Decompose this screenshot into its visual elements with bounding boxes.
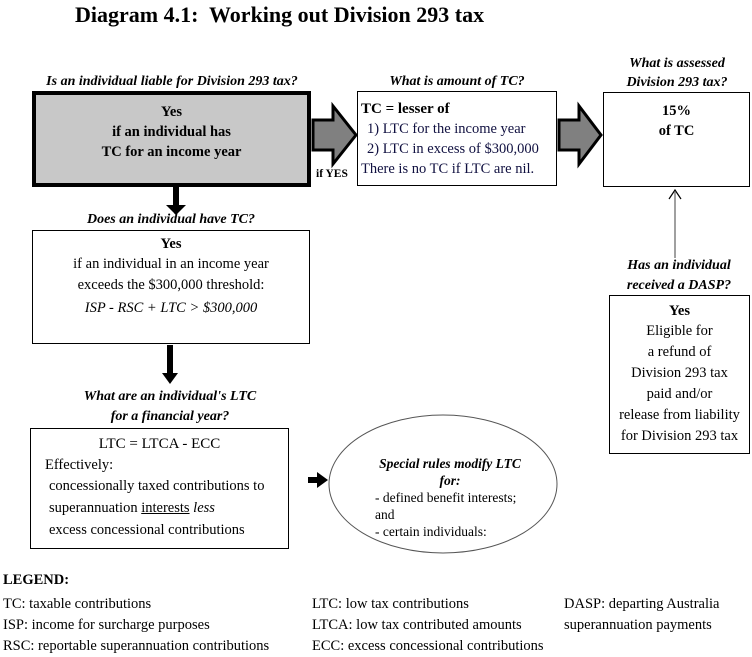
ltc-line: superannuation interests less [31, 497, 288, 519]
assessed-rate: 15% [662, 103, 691, 119]
dasp-line: Eligible for [646, 323, 713, 339]
assessed-question: What is assessed Division 293 tax? [604, 54, 750, 92]
have-tc-line: exceeds the $300,000 threshold: [77, 277, 265, 293]
legend-column-2: LTC: low tax contributions LTCA: low tax… [312, 594, 544, 657]
down-arrow-icon [166, 187, 186, 215]
liability-line: TC for an income year [101, 144, 242, 160]
tc-amount-note: There is no TC if LTC are nil. [361, 161, 535, 177]
ltc-effectively: Effectively: [45, 457, 114, 473]
ltc-line-text: superannuation [49, 500, 142, 516]
legend-title: LEGEND: [3, 572, 70, 588]
legend-item: superannuation payments [564, 617, 712, 633]
legend-item: ECC: excess concessional contributions [312, 638, 544, 654]
legend-item: DASP: departing Australia [564, 596, 720, 612]
tc-amount-box: TC = lesser of 1) LTC for the income yea… [357, 91, 557, 186]
special-rules-item: - certain individuals: [375, 524, 487, 539]
ltc-line: excess concessional contributions [49, 522, 245, 538]
special-rules-item: and [375, 507, 395, 522]
have-tc-question: Does an individual have TC? [86, 212, 255, 227]
down-arrow-icon [162, 345, 178, 384]
big-arrow-right-icon [311, 101, 358, 169]
if-yes-label: if YES [316, 168, 348, 180]
liability-question: Is an individual liable for Division 293… [46, 74, 298, 89]
special-rules-ellipse [328, 414, 558, 554]
assessed-basis: of TC [658, 123, 695, 139]
ltc-less-text: less [189, 500, 215, 516]
ltc-interests-text: interests [141, 500, 190, 516]
legend-item: TC: taxable contributions [3, 596, 152, 612]
ltc-formula: LTC = LTCA - ECC [98, 436, 221, 452]
have-tc-line: if an individual in an income year [73, 256, 269, 272]
legend-item: RSC: reportable superannuation contribut… [3, 638, 270, 654]
special-rules-for: for: [439, 473, 461, 488]
diagram-title: Diagram 4.1: Working out Division 293 ta… [75, 2, 485, 27]
dasp-line: Division 293 tax [631, 365, 728, 381]
assessed-box: 15% of TC [603, 92, 750, 187]
dasp-line: paid and/or [646, 386, 713, 402]
dasp-heading: Yes [669, 303, 690, 319]
right-arrow-icon [308, 472, 328, 488]
ltc-question-line: for a financial year? [110, 409, 230, 424]
big-arrow-right-icon [557, 101, 603, 169]
assessed-question-line: Division 293 tax? [626, 75, 728, 90]
special-rules-item: - defined benefit interests; [375, 490, 517, 505]
legend-item: LTCA: low tax contributed amounts [312, 617, 522, 633]
dasp-question-line: received a DASP? [626, 278, 732, 293]
dasp-question-line: Has an individual [627, 258, 731, 273]
legend-item: LTC: low tax contributions [312, 596, 469, 612]
liability-box: Yes if an individual has TC for an incom… [32, 91, 311, 187]
have-tc-formula: ISP - RSC + LTC > $300,000 [84, 300, 258, 316]
ltc-line: concessionally taxed contributions to [49, 478, 265, 494]
tc-amount-item: 2) LTC in excess of $300,000 [367, 141, 539, 157]
dasp-line: release from liability [619, 407, 740, 423]
legend-column-3: DASP: departing Australia superannuation… [564, 594, 719, 636]
dasp-box: Yes Eligible for a refund of Division 29… [609, 295, 750, 454]
tc-amount-heading: TC = lesser of [361, 101, 450, 117]
special-rules-text: Special rules modify LTC for: - defined … [375, 455, 525, 540]
ltc-question-line: What are an individual's LTC [83, 389, 257, 404]
legend-column-1: TC: taxable contributions ISP: income fo… [3, 594, 269, 657]
tc-amount-item: 1) LTC for the income year [367, 121, 526, 137]
dasp-question: Has an individual received a DASP? [606, 256, 752, 296]
special-rules-heading: Special rules modify LTC [379, 456, 521, 471]
dasp-line: a refund of [647, 344, 712, 360]
dasp-line: for Division 293 tax [620, 428, 739, 444]
assessed-question-line: What is assessed [629, 56, 725, 71]
liability-line: Yes [161, 104, 182, 120]
tc-amount-question: What is amount of TC? [389, 74, 525, 89]
ltc-box: LTC = LTCA - ECC Effectively: concession… [30, 428, 289, 549]
ltc-question: What are an individual's LTC for a finan… [30, 387, 310, 427]
up-arrow-icon [668, 188, 682, 258]
have-tc-heading: Yes [160, 236, 182, 252]
legend-item: ISP: income for surcharge purposes [3, 617, 210, 633]
liability-line: if an individual has [112, 124, 231, 140]
have-tc-box: Yes if an individual in an income year e… [32, 230, 310, 344]
